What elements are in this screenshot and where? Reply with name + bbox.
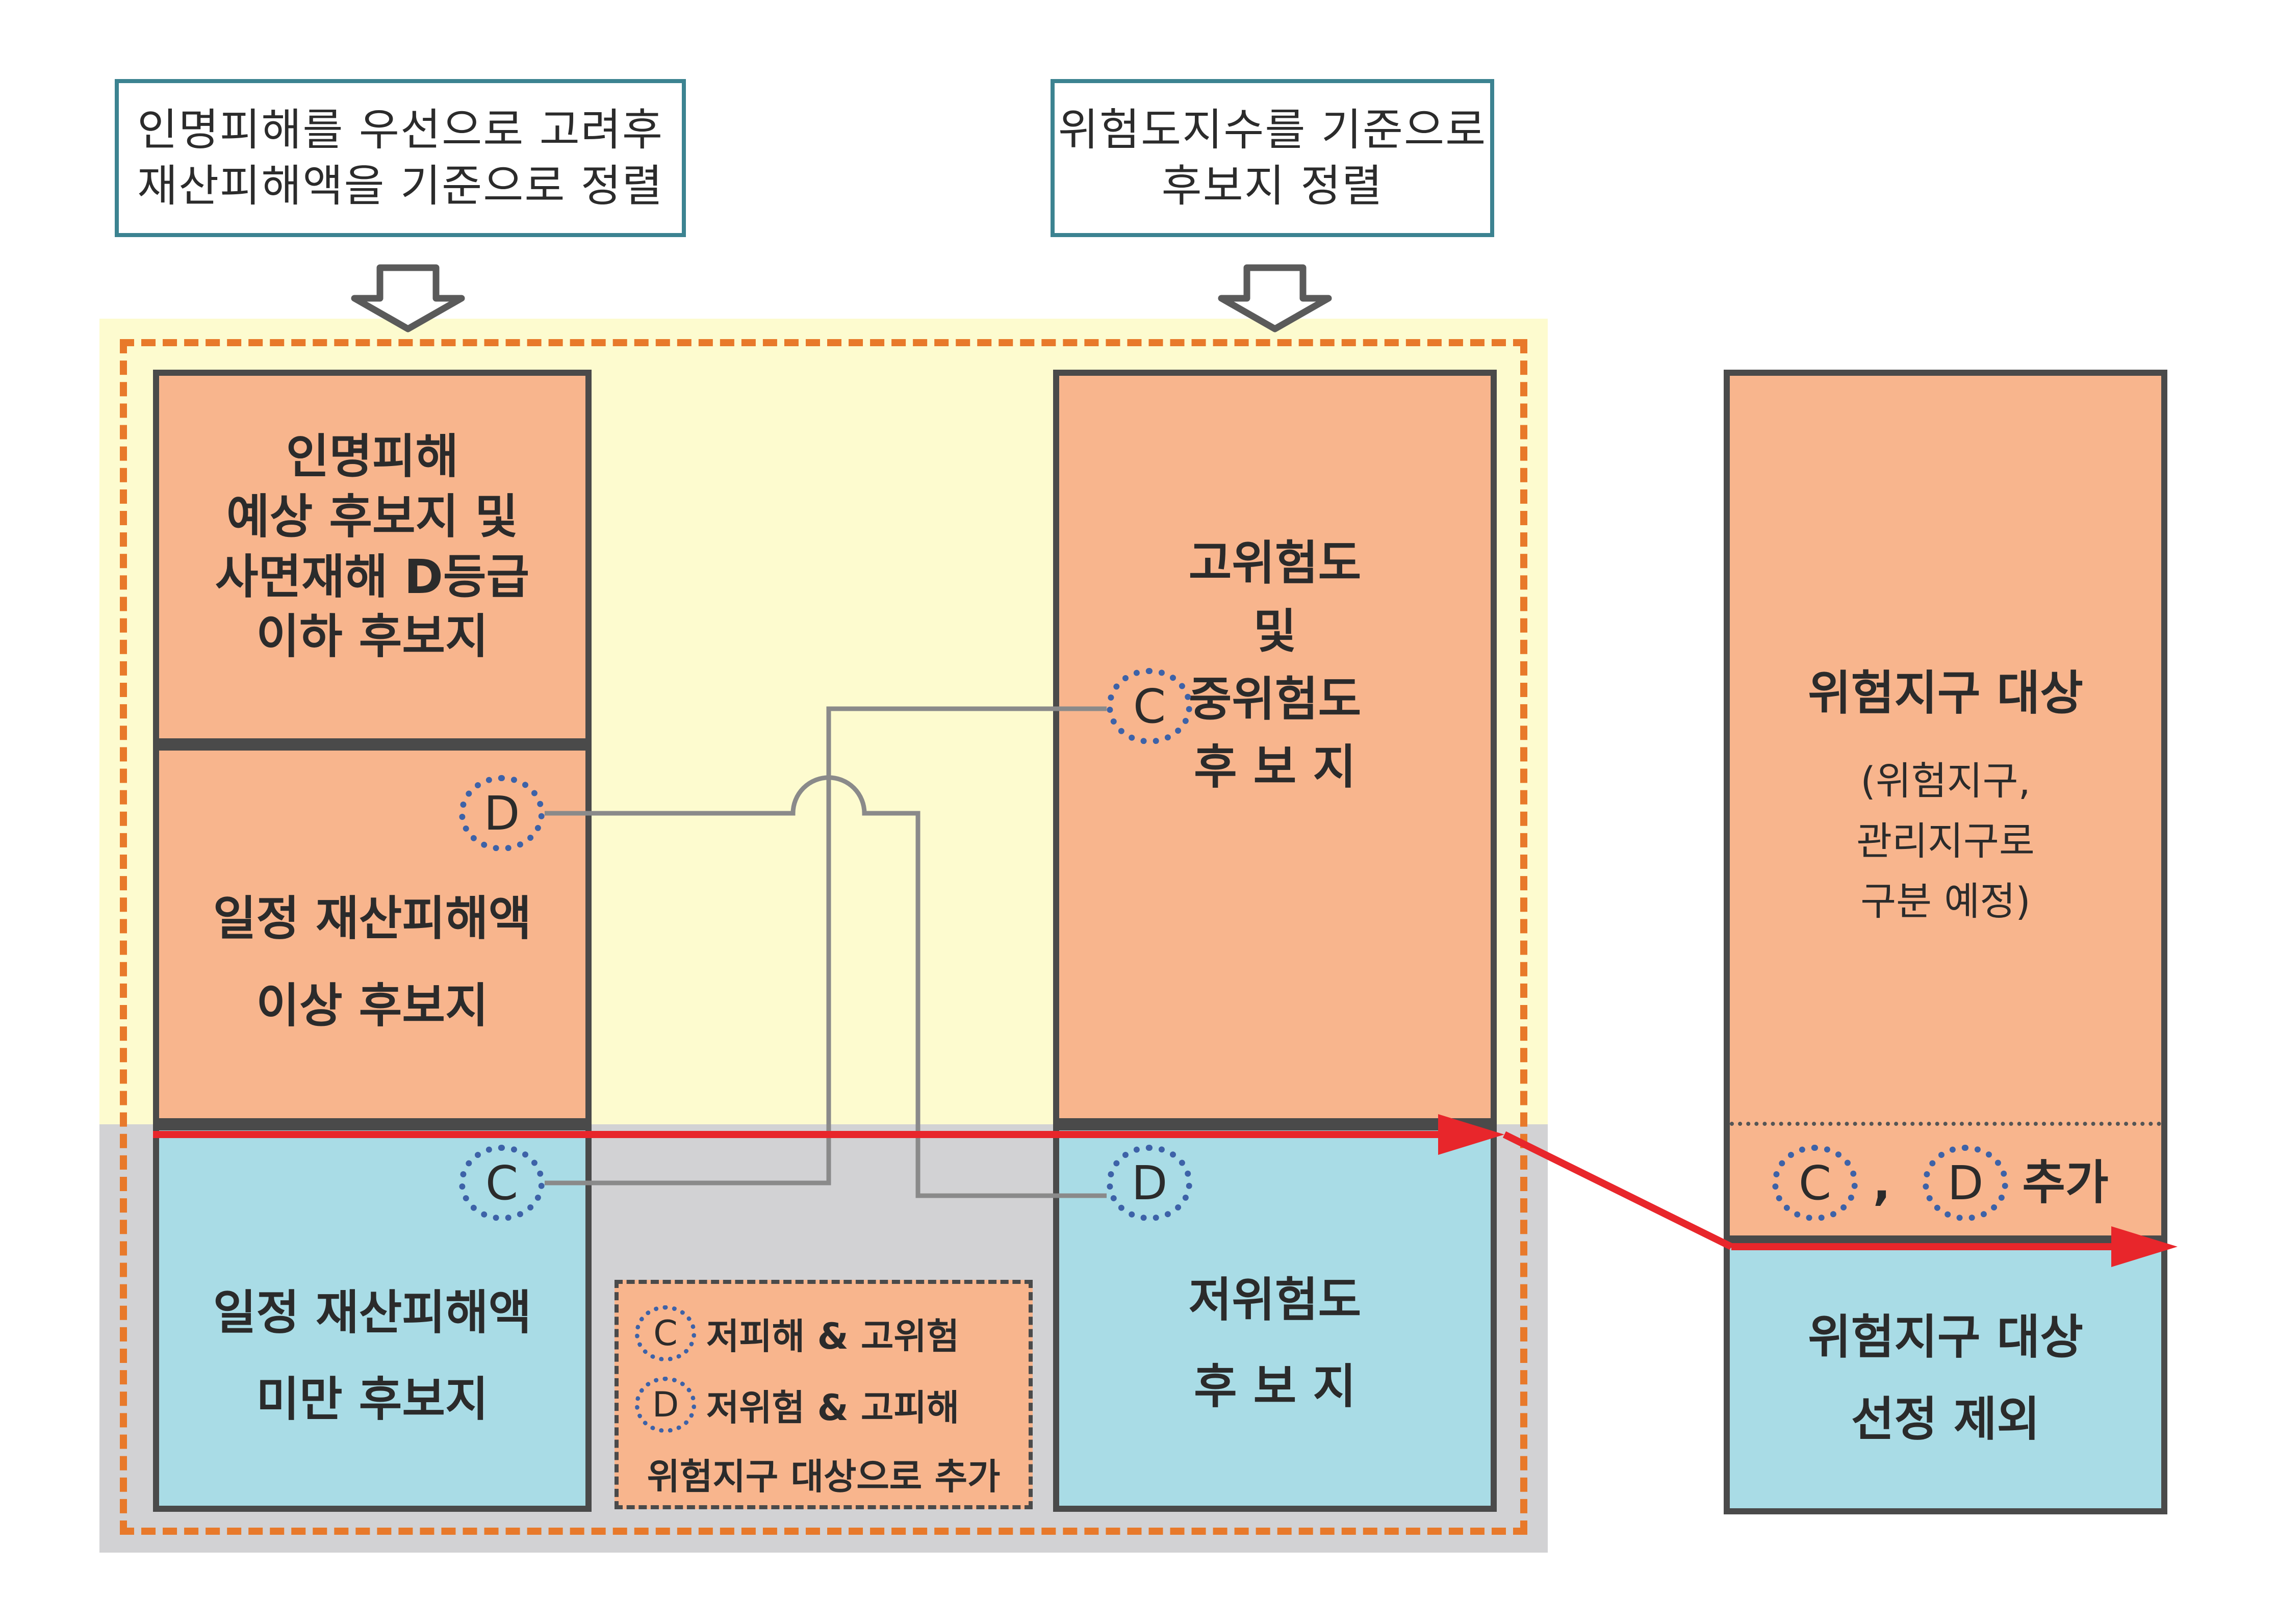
right-bottom-cell: 위험지구 대상 선정 제외 bbox=[1724, 1242, 2167, 1514]
red-arrowhead-2-icon bbox=[2111, 1226, 2178, 1267]
right-top-cell bbox=[1724, 370, 2167, 1242]
legend-d-marker: D bbox=[635, 1377, 696, 1433]
legend-footer: 위험지구 대상으로 추가 bbox=[625, 1446, 1022, 1502]
right-added-label: 추가 bbox=[2022, 1155, 2109, 1210]
legend-c-text: 저피해 & 고위험 bbox=[706, 1315, 960, 1357]
right-top-title: 위험지구 대상 bbox=[1808, 666, 2083, 721]
note-left: 인명피해를 우선으로 고려후 재산피해액을 기준으로 정렬 bbox=[115, 79, 686, 237]
right-top-sub: (위험지구, 관리지구로 구분 예정) bbox=[1856, 758, 2035, 924]
connector-c bbox=[545, 706, 1107, 1185]
legend-row-c: C 저피해 & 고위험 bbox=[635, 1300, 959, 1367]
red-diagonal-line bbox=[1502, 1131, 1733, 1250]
right-comma: , bbox=[1873, 1155, 1891, 1210]
legend-c-marker: C bbox=[635, 1305, 696, 1361]
down-arrow-left-icon bbox=[351, 264, 465, 332]
legend-d-text: 저위험 & 고피해 bbox=[706, 1386, 960, 1429]
note-right: 위험도지수를 기준으로 후보지 정렬 bbox=[1051, 79, 1494, 237]
red-arrowhead-1-icon bbox=[1438, 1114, 1504, 1155]
mid-top-cell: 고위험도 및 중위험도 후 보 지 bbox=[1053, 370, 1497, 1124]
right-dotted-divider bbox=[1730, 1122, 2161, 1126]
legend-row-d: D 저위험 & 고피해 bbox=[635, 1372, 959, 1438]
left-top-cell: 인명피해 예상 후보지 및 사면재해 D등급 이하 후보지 bbox=[153, 370, 592, 744]
legend-footer-text: 위험지구 대상으로 추가 bbox=[647, 1455, 1001, 1498]
down-arrow-right-icon bbox=[1218, 264, 1332, 332]
connector-d bbox=[545, 775, 1107, 1198]
dashed-enclosure bbox=[120, 339, 1527, 1535]
